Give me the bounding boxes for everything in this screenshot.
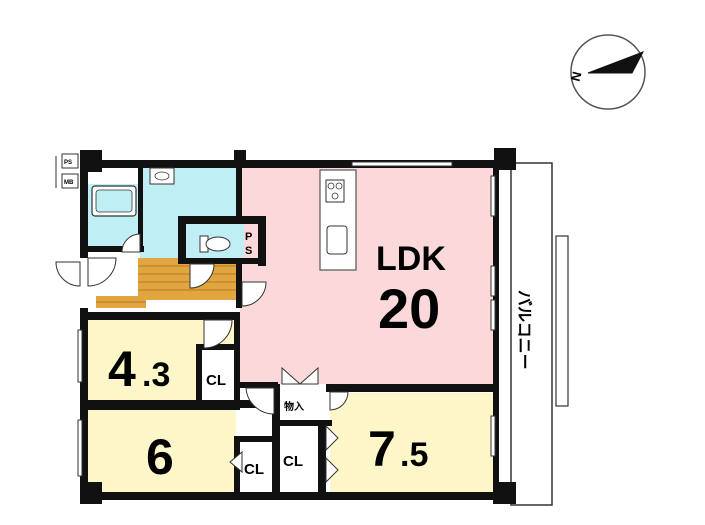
- toilet-icon: [205, 236, 231, 252]
- basin-bowl: [154, 171, 170, 181]
- ldk-size: 20: [378, 277, 440, 340]
- room-fills: [88, 166, 493, 492]
- bathtub-inner: [95, 189, 133, 213]
- labels: LDK 20 4 .3 6 7 .5 CL CL CL 物入 P S PS MB: [64, 160, 446, 485]
- pipe-space-label-top: P: [245, 231, 252, 243]
- stove-icon: [325, 179, 345, 203]
- closet-7-5-label: CL: [283, 453, 303, 470]
- floor-boards: [96, 265, 238, 303]
- balcony: バルコニー: [510, 162, 569, 506]
- north-label: N: [568, 70, 585, 83]
- ps-small-label: PS: [64, 160, 72, 166]
- north-arrow-tail: [587, 51, 645, 74]
- storage-label: 物入: [284, 400, 304, 413]
- corner-post: [494, 148, 516, 170]
- pipe-space-box: [61, 153, 79, 169]
- closet-4-3-label: CL: [206, 372, 226, 389]
- ldk-floor: [240, 166, 493, 388]
- closet-4-3: [200, 348, 234, 400]
- sink-icon: [326, 225, 348, 255]
- post: [234, 150, 246, 166]
- mb-label: MB: [64, 180, 74, 186]
- room-4-3-size-main: 4: [108, 341, 136, 397]
- room-7-5-floor: [330, 393, 493, 492]
- room-4-3-size-decimal: .3: [142, 356, 170, 394]
- hallway-floor: [138, 258, 238, 300]
- closet-7-5: [279, 425, 319, 492]
- pipe-space-label-bottom: S: [245, 245, 252, 257]
- storage-closet: [277, 384, 327, 420]
- fixtures: [55, 153, 357, 271]
- room-6-size: 6: [146, 429, 174, 485]
- closet-6: [238, 440, 274, 492]
- balcony-floor: [510, 162, 553, 506]
- corner-post: [80, 150, 102, 172]
- ldk-label: LDK: [376, 240, 446, 278]
- meter-box: [61, 173, 79, 189]
- wash-basin: [149, 167, 175, 185]
- compass: N: [568, 34, 646, 110]
- balcony-label: バルコニー: [515, 290, 534, 370]
- windows: [77, 161, 496, 477]
- doors: [55, 233, 349, 484]
- room-6-floor: [88, 410, 236, 492]
- room-7-5-size-main: 7: [368, 421, 396, 477]
- balcony-rail: [555, 235, 569, 407]
- room-7-5-size-decimal: .5: [400, 436, 428, 474]
- closet-6-label: CL: [244, 461, 264, 478]
